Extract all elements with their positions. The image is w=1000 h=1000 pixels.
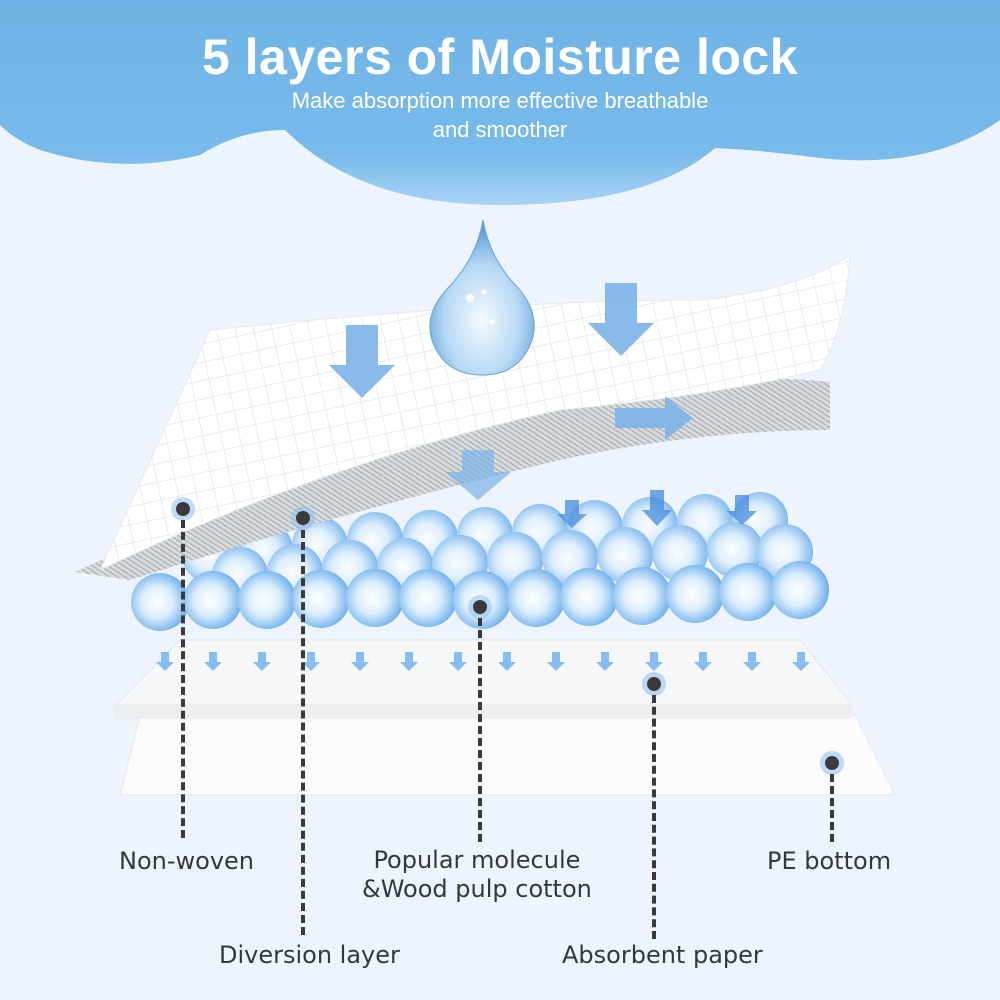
label-pe-bottom: PE bottom <box>767 847 892 875</box>
pin-dot-icon <box>820 751 844 775</box>
page-subtitle: Make absorption more effective breathabl… <box>291 88 709 142</box>
label-absorbent-paper: Absorbent paper <box>562 941 763 969</box>
arrow-down-icon <box>588 283 654 356</box>
pin-dot-icon <box>291 506 315 530</box>
leader-line <box>301 530 305 935</box>
leader-line <box>478 618 482 842</box>
pin-dot-icon <box>171 497 195 521</box>
arrow-down-icon <box>445 450 511 500</box>
label-popular-molecule: Popular molecule &Wood pulp cotton <box>362 846 592 903</box>
arrow-right-icon <box>615 396 693 440</box>
leader-line <box>181 520 185 838</box>
pin-dot-icon <box>642 672 666 696</box>
molecule-balls <box>131 492 829 631</box>
page-title: 5 layers of Moisture lock <box>201 29 799 85</box>
water-drop-icon <box>429 219 535 376</box>
leader-line <box>652 695 656 939</box>
cloud-banner <box>0 0 1000 205</box>
leader-line <box>830 774 834 842</box>
arrow-down-icon <box>329 325 395 398</box>
pin-dot-icon <box>468 595 492 619</box>
label-diversion-layer: Diversion layer <box>219 941 400 969</box>
arrow-down-icon-row <box>156 652 810 671</box>
label-non-woven: Non-woven <box>119 847 254 875</box>
